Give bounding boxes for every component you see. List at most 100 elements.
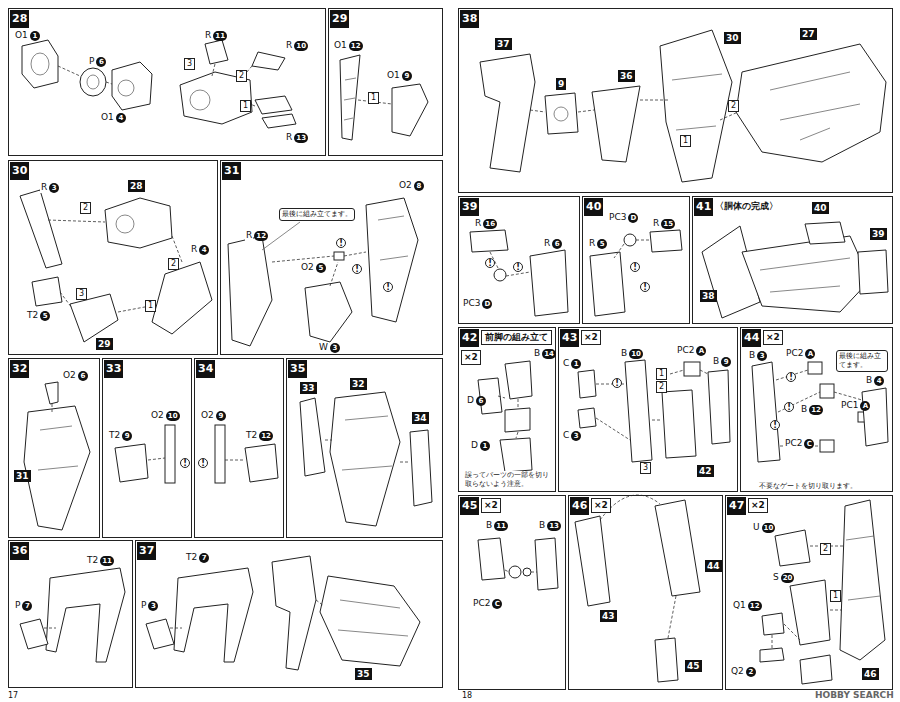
step-number: 43 <box>560 329 579 347</box>
caution-note: 誤ってパーツの一部を切り取らないよう注意。 <box>465 471 553 489</box>
part-code: Q2 <box>730 666 745 677</box>
part-code: O1 <box>14 30 29 41</box>
step-number: 41 <box>694 198 713 216</box>
step-order: 1 <box>830 590 841 602</box>
part-code: O2 <box>200 410 215 421</box>
part-number: 10 <box>629 349 643 359</box>
caution-mark: ! <box>784 402 794 412</box>
section-title: 〈胴体の完成〉 <box>715 200 778 213</box>
step-number: 46 <box>570 497 589 515</box>
step-reference: 42 <box>697 465 714 477</box>
part-number: 4 <box>874 376 884 386</box>
step-number: 31 <box>222 162 241 180</box>
step-reference: 38 <box>700 290 717 302</box>
step-number: 36 <box>10 542 29 560</box>
part-code: T2 <box>185 552 198 563</box>
part-number: D <box>628 213 638 223</box>
step-reference: 40 <box>812 202 829 214</box>
part-code: U <box>752 522 761 533</box>
part-number: 1 <box>480 441 490 451</box>
assembly-note: 最後に組み立てます。 <box>279 208 355 221</box>
step-panel: 47×2 <box>725 495 893 690</box>
caution-mark: ! <box>336 238 346 248</box>
part-number: 20 <box>781 573 795 583</box>
part-number: 6 <box>476 396 486 406</box>
part-code: T2 <box>26 310 39 321</box>
part-code: PC3 <box>462 298 481 309</box>
part-code: T2 <box>245 430 258 441</box>
part-code: R <box>543 238 551 249</box>
part-number: 12 <box>748 601 762 611</box>
step-number: 42 <box>460 329 479 347</box>
step-panel: 36 <box>8 540 133 688</box>
section-title: 前脚の組み立て <box>481 330 552 345</box>
part-code: W <box>318 342 329 353</box>
part-number: A <box>805 349 815 359</box>
part-code: B <box>538 520 546 531</box>
part-code: R <box>285 132 293 143</box>
part-number: 5 <box>316 263 326 273</box>
step-order: 1 <box>656 368 667 380</box>
step-number: 30 <box>10 162 29 180</box>
part-code: B <box>865 375 873 386</box>
step-reference: 36 <box>618 70 635 82</box>
part-number: 14 <box>542 349 556 359</box>
step-reference: 35 <box>355 668 372 680</box>
part-number: 5 <box>597 239 607 249</box>
part-number: 4 <box>116 113 126 123</box>
step-number: 40 <box>584 198 603 216</box>
part-code: O1 <box>333 40 348 51</box>
part-code: R <box>245 230 253 241</box>
step-panel: 33 <box>102 358 192 538</box>
step-reference: 31 <box>14 470 31 482</box>
part-number: 6 <box>78 371 88 381</box>
step-number: 35 <box>288 360 307 378</box>
part-number: C <box>492 599 502 609</box>
step-reference: 28 <box>128 180 145 192</box>
step-order: 2 <box>820 543 831 555</box>
step-order: 1 <box>680 135 691 147</box>
part-code: B <box>485 520 493 531</box>
part-code: S <box>772 572 780 583</box>
step-order: 2 <box>80 202 91 214</box>
part-code: PC2 <box>676 345 695 356</box>
part-code: B <box>748 350 756 361</box>
part-number: 3 <box>757 351 767 361</box>
part-code: R <box>652 218 660 229</box>
part-code: D <box>466 395 475 406</box>
part-code: R <box>285 40 293 51</box>
step-order: 2 <box>656 381 667 393</box>
step-number: 33 <box>104 360 123 378</box>
part-number: D <box>482 299 492 309</box>
page-number: 17 <box>8 691 18 701</box>
caution-mark: ! <box>770 420 780 430</box>
step-order: 3 <box>640 462 651 474</box>
caution-mark: ! <box>513 262 523 272</box>
quantity-mark: ×2 <box>581 330 601 345</box>
step-panel: 34 <box>194 358 284 538</box>
part-number: A <box>860 401 870 411</box>
part-code: B <box>620 348 628 359</box>
quantity-mark: ×2 <box>481 498 501 513</box>
part-code: R <box>190 244 198 255</box>
caution-mark: ! <box>383 282 393 292</box>
step-number: 34 <box>196 360 215 378</box>
quantity-mark: ×2 <box>591 498 611 513</box>
part-code: PC2 <box>784 438 803 449</box>
part-number: 12 <box>254 231 268 241</box>
step-panel: 32 <box>8 358 100 538</box>
step-reference: 46 <box>862 668 879 680</box>
part-code: R <box>40 182 48 193</box>
step-reference: 37 <box>495 38 512 50</box>
quantity-mark: ×2 <box>748 498 768 513</box>
part-number: 16 <box>483 219 497 229</box>
part-number: 4 <box>199 245 209 255</box>
caution-mark: ! <box>180 458 190 468</box>
step-reference: 27 <box>800 28 817 40</box>
caution-mark: ! <box>612 378 622 388</box>
part-code: O2 <box>150 410 165 421</box>
assembly-note: 最後に組み立てます。 <box>836 350 888 372</box>
part-number: 7 <box>199 553 209 563</box>
step-number: 45 <box>460 497 479 515</box>
part-number: 9 <box>122 431 132 441</box>
